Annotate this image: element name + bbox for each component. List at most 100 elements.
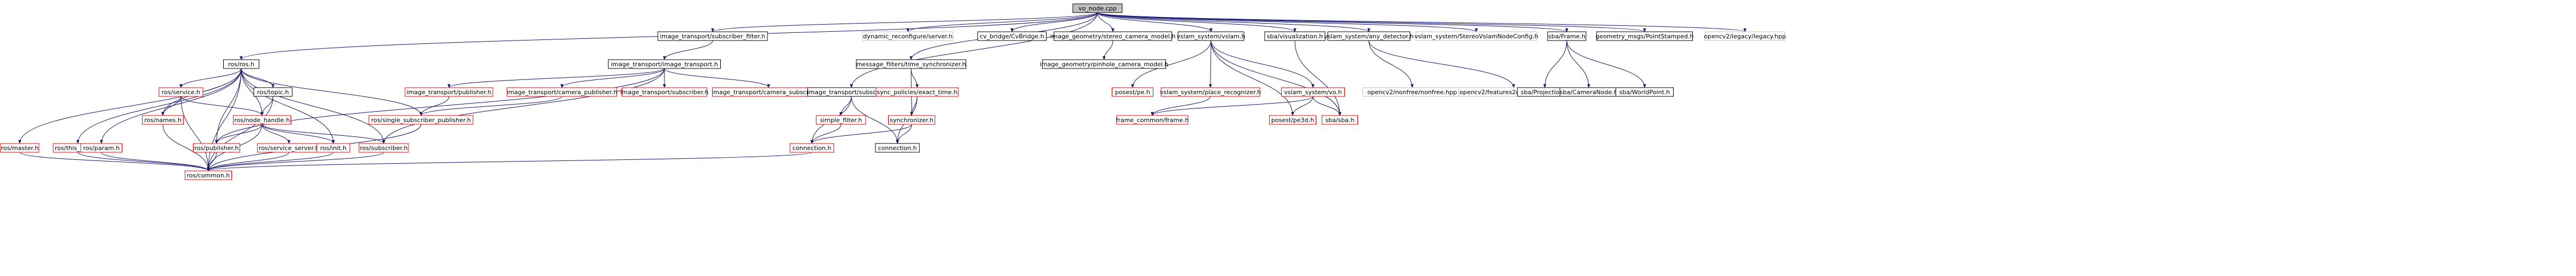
node-label: vslam_system/StereoVslamNodeConfig.h bbox=[1414, 33, 1538, 40]
node-posest-pe3d-h[interactable]: posest/pe3d.h bbox=[1269, 115, 1316, 125]
edge-ros-node-handle-h-to-ros-service-server-h bbox=[261, 124, 291, 144]
node-label: opencv2/legacy/legacy.hpp bbox=[1704, 33, 1786, 40]
node-sba-sba-h[interactable]: sba/sba.h bbox=[1322, 115, 1358, 125]
node-label: image_transport/subscriber.h bbox=[807, 89, 895, 96]
node-box bbox=[81, 143, 122, 153]
node-label: image_transport/subscriber_filter.h bbox=[660, 33, 765, 40]
node-cv-bridge-CvBridge-h[interactable]: cv_bridge/CvBridge.h bbox=[977, 31, 1047, 41]
node-image-transport-image-transport-h[interactable]: image_transport/image_transport.h bbox=[608, 59, 721, 69]
node-box bbox=[158, 87, 203, 97]
node-ros-common-h[interactable]: ros/common.h bbox=[185, 170, 232, 180]
node-box bbox=[1269, 115, 1316, 125]
node-image-geometry-stereo-camera-model-h[interactable]: image_geometry/stereo_camera_model.h bbox=[1050, 31, 1176, 41]
node-image-transport-publisher-h[interactable]: image_transport/publisher.h bbox=[405, 87, 493, 97]
edge-synchronizer-h-to-connection-h bbox=[896, 124, 912, 144]
node-synchronizer-h[interactable]: synchronizer.h bbox=[888, 115, 935, 125]
node-image-transport-subscriber-h[interactable]: image_transport/subscriber.h bbox=[620, 87, 709, 97]
node-ros-master-h[interactable]: ros/master.h bbox=[0, 143, 39, 153]
node-label: image_transport/camera_publisher.h bbox=[507, 89, 617, 96]
edge-ros-service-h-to-ros-names-h bbox=[161, 96, 181, 116]
node-ros-init-h[interactable]: ros/init.h bbox=[316, 143, 350, 153]
node-label: sba/Frame.h bbox=[1548, 33, 1585, 40]
node-label: ros/ros.h bbox=[228, 61, 254, 68]
node-vslam-system-place-recognizer-h[interactable]: vslam_system/place_recognizer.h bbox=[1160, 87, 1261, 97]
node-sba-CameraNode-h[interactable]: sba/CameraNode.h bbox=[1560, 87, 1618, 97]
node-opencv2-nonfree-hpp: opencv2/nonfree/nonfree.hpp bbox=[1362, 87, 1462, 97]
node-ros-node-handle-h[interactable]: ros/node_handle.h bbox=[233, 115, 291, 125]
node-box bbox=[1072, 3, 1123, 13]
node-label: connection.h bbox=[792, 145, 831, 152]
node-label: opencv2/nonfree/nonfree.hpp bbox=[1367, 89, 1457, 96]
node-vo-node-cpp[interactable]: vo_node.cpp bbox=[1072, 3, 1123, 13]
node-box bbox=[1116, 115, 1189, 125]
node-ros-single-subscriber-publisher-h[interactable]: ros/single_subscriber_publisher.h bbox=[368, 115, 474, 125]
node-box bbox=[142, 115, 184, 125]
node-box bbox=[1042, 59, 1166, 69]
node-connection-h[interactable]: connection.h bbox=[875, 143, 920, 153]
node-simple-filter-h[interactable]: simple_filter.h bbox=[816, 115, 866, 125]
node-box bbox=[1161, 87, 1260, 97]
node-vslam-system-any-detector-h[interactable]: vslam_system/any_detector.h bbox=[1324, 31, 1414, 41]
edge-ros-ros-h-to-ros-single-subscriber-publisher-h bbox=[241, 68, 423, 116]
node-ros-names-h[interactable]: ros/names.h bbox=[142, 115, 184, 125]
node-label: cv_bridge/CvBridge.h bbox=[980, 33, 1044, 40]
edge-image-transport-subscriber-h2-to-connection-h bbox=[851, 96, 899, 144]
node-label: image_transport/subscriber.h bbox=[620, 89, 708, 96]
edge-ros-node-handle-h-to-ros-publisher-h bbox=[215, 124, 263, 144]
node-image-transport-camera-subscriber-h[interactable]: image_transport/camera_subscriber.h bbox=[712, 87, 826, 97]
edge-vo-node-cpp-to-sba-visualization-h bbox=[1097, 12, 1296, 32]
node-frame-common-frame-h[interactable]: frame_common/frame.h bbox=[1116, 115, 1189, 125]
edge-ros-ros-h-to-ros-service-h bbox=[179, 68, 242, 88]
node-ros-subscriber-h[interactable]: ros/subscriber.h bbox=[359, 143, 409, 153]
node-geometry-msgs-PointStamped-h[interactable]: geometry_msgs/PointStamped.h bbox=[1596, 31, 1694, 41]
node-posest-pe-h[interactable]: posest/pe.h bbox=[1112, 87, 1153, 97]
node-ros-topic-h[interactable]: ros/topic.h bbox=[253, 87, 293, 97]
node-image-transport-subscriber-h2[interactable]: image_transport/subscriber.h bbox=[807, 87, 896, 97]
node-ros-service-server-h[interactable]: ros/service_server.h bbox=[257, 143, 321, 153]
node-sba-Projection-h[interactable]: sba/Projection.h bbox=[1517, 87, 1573, 97]
node-image-transport-subscriber-filter-h[interactable]: image_transport/subscriber_filter.h bbox=[657, 31, 768, 41]
node-label: ros/master.h bbox=[1, 145, 39, 152]
edge-vo-node-cpp-to-cv-bridge-CvBridge-h bbox=[1010, 12, 1098, 32]
node-label: synchronizer.h bbox=[890, 117, 934, 124]
node-ros-param-h[interactable]: ros/param.h bbox=[81, 143, 122, 153]
node-box bbox=[977, 31, 1047, 41]
node-ros-publisher-h[interactable]: ros/publisher.h bbox=[193, 143, 240, 153]
node-sba-WorldPoint-h[interactable]: sba/WorldPoint.h bbox=[1616, 87, 1674, 97]
node-label: vslam_system/vslam.h bbox=[1177, 33, 1246, 40]
node-ros-service-h[interactable]: ros/service.h bbox=[158, 87, 203, 97]
node-sync-policies-exact-time-h[interactable]: sync_policies/exact_time.h bbox=[875, 87, 959, 97]
node-image-geometry-pinhole-camera-model-h[interactable]: image_geometry/pinhole_camera_model.h bbox=[1040, 59, 1169, 69]
node-box bbox=[875, 143, 920, 153]
node-dynamic-reconfigure-server-h: dynamic_reconfigure/server.h bbox=[862, 31, 953, 41]
edge-vslam-system-vo-h-to-sba-sba-h bbox=[1312, 96, 1341, 116]
node-vslam-system-vo-h[interactable]: vslam_system/vo.h bbox=[1281, 87, 1345, 97]
node-label: vslam_system/any_detector.h bbox=[1324, 33, 1413, 40]
node-box bbox=[622, 87, 707, 97]
edge-image-geometry-stereo-camera-model-h-to-image-geometry-pinhole-camera-model-h bbox=[1102, 40, 1113, 60]
node-box bbox=[1705, 31, 1785, 41]
node-sba-visualization-h[interactable]: sba/visualization.h bbox=[1264, 31, 1326, 41]
node-ros-ros-h[interactable]: ros/ros.h bbox=[223, 59, 259, 69]
node-box bbox=[223, 59, 259, 69]
node-box bbox=[888, 115, 935, 125]
node-vslam-system-vslam-h[interactable]: vslam_system/vslam.h bbox=[1177, 31, 1246, 41]
edge-sba-Frame-h-to-sba-CameraNode-h bbox=[1566, 40, 1590, 88]
nodes: vo_node.cpp image_transport/subscriber_fi… bbox=[0, 3, 1786, 180]
node-label: sba/Projection.h bbox=[1521, 89, 1569, 96]
node-connection-h-red[interactable]: connection.h bbox=[789, 143, 834, 153]
node-box bbox=[1415, 31, 1537, 41]
node-label: ros/param.h bbox=[83, 145, 120, 152]
node-label: image_geometry/stereo_camera_model.h bbox=[1050, 33, 1176, 40]
edge-simple-filter-h-to-connection-h-red bbox=[810, 124, 841, 144]
edge-vslam-system-vslam-h-to-vslam-system-place-recognizer-h bbox=[1209, 40, 1212, 88]
node-label: vslam_system/vo.h bbox=[1284, 89, 1341, 96]
node-image-transport-camera-publisher-h[interactable]: image_transport/camera_publisher.h bbox=[507, 87, 617, 97]
node-label: sba/CameraNode.h bbox=[1560, 89, 1618, 96]
node-sba-Frame-h[interactable]: sba/Frame.h bbox=[1547, 31, 1586, 41]
node-message-filters-time-synchronizer-h[interactable]: message_filters/time_synchronizer.h bbox=[856, 59, 966, 69]
edge-connection-h-red-to-ros-common-h bbox=[207, 152, 812, 171]
node-box bbox=[368, 115, 474, 125]
node-label: sba/sba.h bbox=[1325, 117, 1354, 124]
edge-ros-param-h-to-ros-common-h bbox=[101, 152, 210, 171]
